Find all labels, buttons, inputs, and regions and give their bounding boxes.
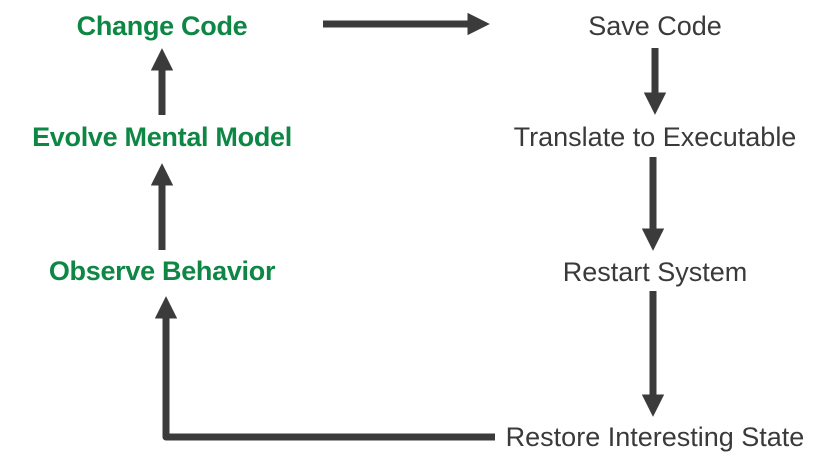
arrow-restore-to-observe-behavior (154, 296, 495, 441)
node-translate-to-executable: Translate to Executable (513, 122, 797, 153)
node-save-code: Save Code (588, 11, 722, 42)
node-restore-interesting-state: Restore Interesting State (505, 422, 805, 453)
node-evolve-mental-model: Evolve Mental Model (32, 122, 292, 153)
node-restart-system: Restart System (562, 257, 748, 288)
node-change-code: Change Code (76, 11, 248, 42)
node-observe-behavior: Observe Behavior (48, 256, 276, 287)
